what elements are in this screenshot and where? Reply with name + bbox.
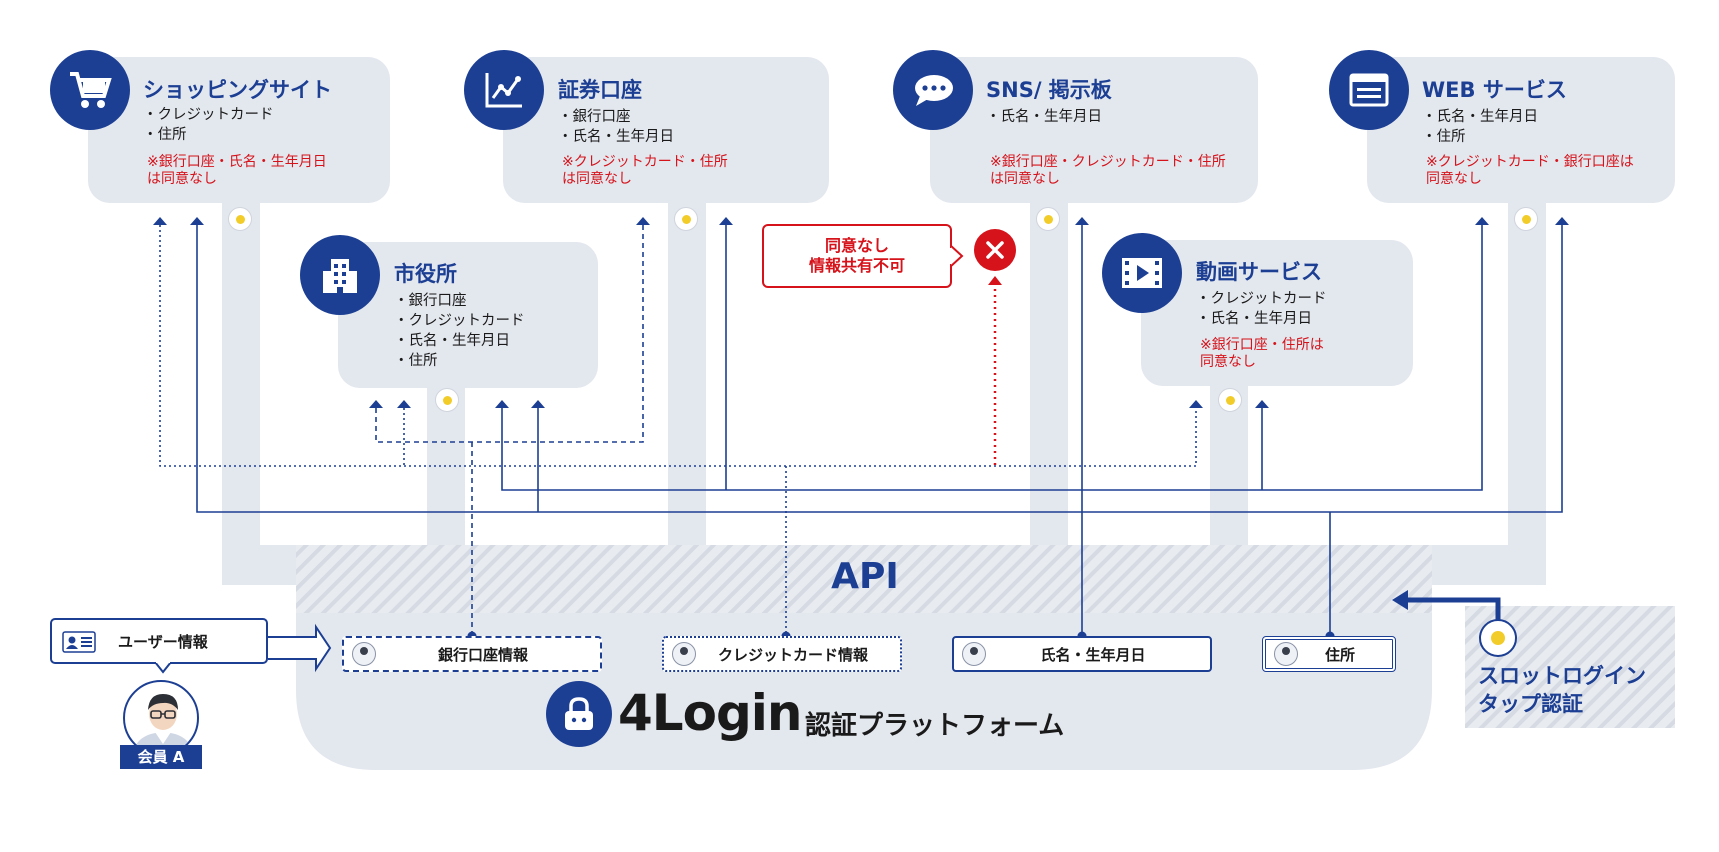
web-note: ※クレジットカード・銀行口座は同意なし <box>1426 154 1634 187</box>
denied-callout: 同意なし 情報共有不可 <box>762 224 952 288</box>
slot-login-tap-icon <box>1479 619 1517 657</box>
id-card-icon <box>62 631 96 653</box>
tap-icon <box>1218 388 1242 412</box>
shopping-title: ショッピングサイト <box>143 78 332 102</box>
chat-bubble-icon <box>893 50 973 130</box>
list-item: ・氏名・生年月日 <box>558 129 674 145</box>
tap-icon <box>674 207 698 231</box>
list-item: ・銀行口座 <box>394 293 467 309</box>
user-info-box: ユーザー情報 <box>50 618 268 664</box>
city-hall-items: ・銀行口座 ・クレジットカード ・氏名・生年月日 ・住所 <box>394 291 525 371</box>
platform-subtitle: 認証プラットフォーム <box>805 711 1065 741</box>
shopping-items: ・クレジットカード ・住所 <box>143 105 274 145</box>
list-item: ・クレジットカード <box>1196 291 1327 307</box>
browser-window-icon <box>1329 50 1409 130</box>
sns-title: SNS/ 掲示板 <box>986 78 1112 102</box>
video-note: ※銀行口座・住所は同意なし <box>1200 337 1324 370</box>
pill-credit-card: クレジットカード情報 <box>662 636 902 672</box>
card-video-service <box>1141 240 1413 386</box>
video-items: ・クレジットカード ・氏名・生年月日 <box>1196 289 1327 329</box>
sns-items: ・氏名・生年月日 <box>986 107 1102 127</box>
list-item: ・クレジットカード <box>143 107 274 123</box>
list-item: ・住所 <box>1422 129 1466 145</box>
avatar-icon <box>672 642 696 666</box>
api-label: API <box>831 556 899 597</box>
securities-note: ※クレジットカード・住所は同意なし <box>562 154 728 187</box>
city-hall-title: 市役所 <box>394 262 457 286</box>
tap-icon <box>228 207 252 231</box>
card-sns <box>930 57 1258 203</box>
shopping-note: ※銀行口座・氏名・生年月日は同意なし <box>147 154 327 187</box>
list-item: ・住所 <box>394 353 438 369</box>
slot-login-label: スロットログイン タップ認証 <box>1478 664 1646 716</box>
user-info-label: ユーザー情報 <box>118 633 208 651</box>
video-title: 動画サービス <box>1196 260 1322 284</box>
user-info-pointer <box>154 662 172 674</box>
tap-icon <box>1514 207 1538 231</box>
shopping-cart-icon <box>50 50 130 130</box>
list-item: ・クレジットカード <box>394 313 525 329</box>
lock-icon <box>546 681 612 747</box>
card-shopping-site <box>88 57 390 203</box>
pill-name-birthdate: 氏名・生年月日 <box>952 636 1212 672</box>
web-title: WEB サービス <box>1422 78 1567 102</box>
line-chart-icon <box>464 50 544 130</box>
list-item: ・氏名・生年月日 <box>986 109 1102 125</box>
web-items: ・氏名・生年月日 ・住所 <box>1422 107 1538 147</box>
member-label: 会員 A <box>120 745 202 769</box>
callout-pointer <box>950 244 964 268</box>
list-item: ・氏名・生年月日 <box>394 333 510 349</box>
denied-x-icon <box>974 229 1016 271</box>
avatar-icon <box>962 642 986 666</box>
card-securities <box>503 57 829 203</box>
securities-title: 証券口座 <box>558 78 642 102</box>
card-city-hall <box>338 242 598 388</box>
building-icon <box>300 235 380 315</box>
avatar-icon <box>352 642 376 666</box>
list-item: ・銀行口座 <box>558 109 631 125</box>
video-play-icon <box>1102 233 1182 313</box>
list-item: ・住所 <box>143 127 187 143</box>
avatar-icon <box>1274 642 1298 666</box>
card-web-service <box>1367 57 1675 203</box>
pill-bank-account: 銀行口座情報 <box>342 636 602 672</box>
securities-items: ・銀行口座 ・氏名・生年月日 <box>558 107 674 147</box>
sns-note: ※銀行口座・クレジットカード・住所は同意なし <box>990 154 1226 187</box>
list-item: ・氏名・生年月日 <box>1422 109 1538 125</box>
tap-icon <box>1036 207 1060 231</box>
pill-address: 住所 <box>1262 636 1396 672</box>
list-item: ・氏名・生年月日 <box>1196 311 1312 327</box>
tap-icon <box>435 388 459 412</box>
brand-name: 4Login <box>618 684 803 742</box>
